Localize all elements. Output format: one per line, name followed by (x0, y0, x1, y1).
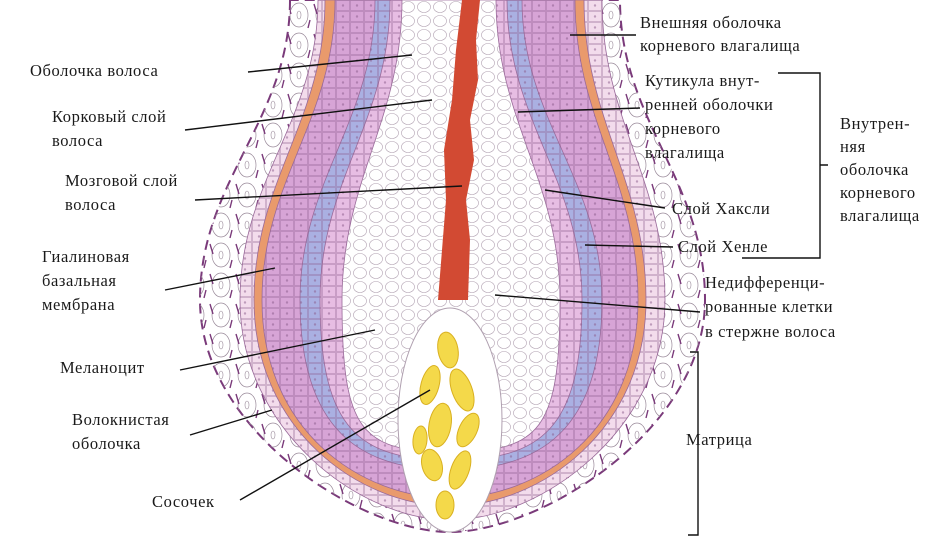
label-irs-cuticle-1: Кутикула внут- (645, 71, 760, 90)
label-papilla: Сосочек (152, 492, 215, 511)
label-ors-2: корневого влагалища (640, 36, 800, 55)
labels-left: Оболочка волоса Корковый слой волоса Моз… (30, 61, 215, 511)
label-basal-3: мембрана (42, 295, 115, 314)
label-irs-3: оболочка (840, 160, 909, 179)
papilla-cell (449, 368, 475, 412)
label-medulla-2: волоса (65, 195, 116, 214)
label-ors-1: Внешняя оболочка (640, 13, 782, 32)
label-fibrous-2: оболочка (72, 434, 141, 453)
labels-right: Внешняя оболочка корневого влагалища Кут… (640, 13, 920, 449)
label-hair-cuticle: Оболочка волоса (30, 61, 158, 80)
label-melanocyte: Меланоцит (60, 358, 145, 377)
label-undiff-2: рованные клетки (705, 297, 833, 316)
label-irs-5: влагалища (840, 206, 920, 225)
label-undiff-3: в стержне волоса (705, 322, 836, 341)
label-huxley: Слой Хаксли (672, 199, 770, 218)
label-irs-cuticle-4: влагалища (645, 143, 725, 162)
label-irs-cuticle-3: корневого (645, 119, 721, 138)
label-cortex-2: волоса (52, 131, 103, 150)
label-matrix: Матрица (686, 430, 752, 449)
label-irs-4: корневого (840, 183, 916, 202)
label-irs-2: няя (840, 137, 866, 156)
label-basal-2: базальная (42, 271, 117, 290)
papilla-cell (420, 448, 444, 482)
label-basal-1: Гиалиновая (42, 247, 130, 266)
label-fibrous-1: Волокнистая (72, 410, 169, 429)
papilla-cell (435, 490, 455, 520)
label-undiff-1: Недифференци- (705, 273, 825, 292)
papilla-cell (412, 425, 428, 455)
label-irs-1: Внутрен- (840, 114, 910, 133)
papilla-cell (456, 412, 480, 448)
papilla-cell (419, 365, 441, 405)
papilla-cell (428, 402, 452, 448)
papilla (397, 307, 503, 533)
papilla-cell (448, 450, 472, 490)
label-medulla-1: Мозговой слой (65, 171, 178, 190)
label-henle: Слой Хенле (678, 237, 768, 256)
label-cortex-1: Корковый слой (52, 107, 166, 126)
medulla-red (438, 0, 480, 300)
papilla-cell (437, 331, 459, 369)
label-irs-cuticle-2: ренней оболочки (645, 95, 773, 114)
leader-lines (164, 34, 828, 536)
